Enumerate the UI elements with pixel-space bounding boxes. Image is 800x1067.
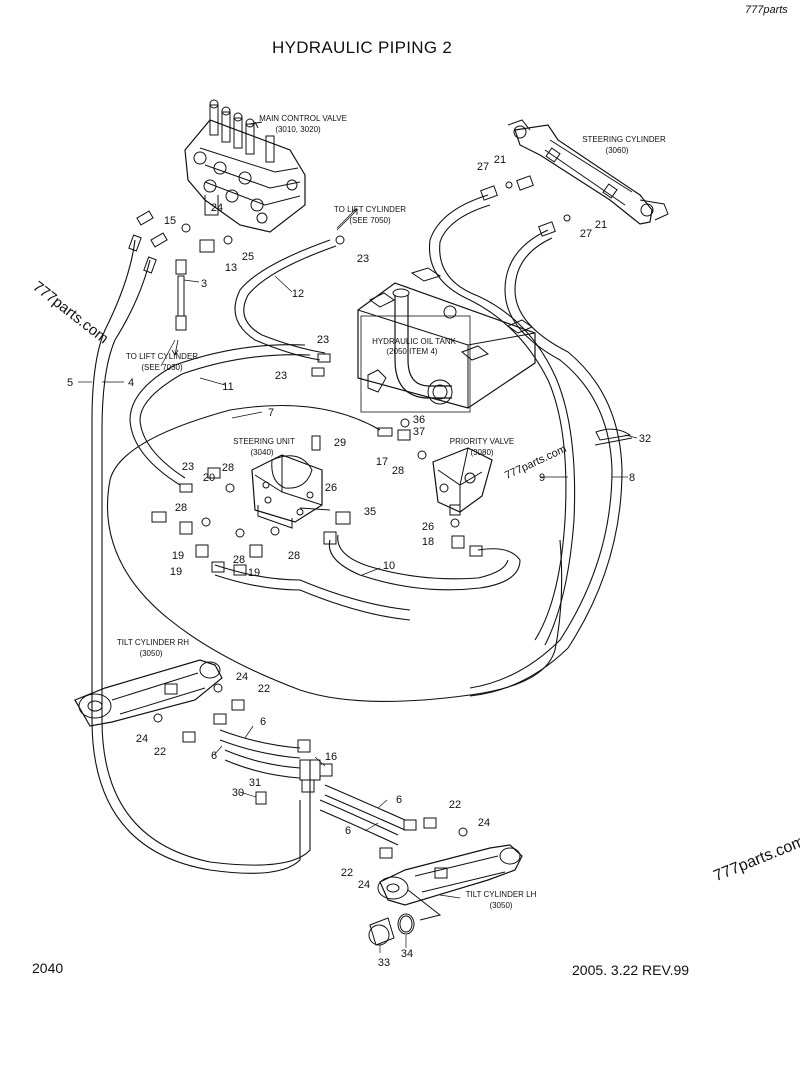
- callout-31: 31: [249, 777, 261, 789]
- callout-37: 37: [413, 426, 425, 438]
- callout-28: 28: [288, 550, 300, 562]
- callout-19: 19: [172, 550, 184, 562]
- tilt-cylinder-rh-drawing: [74, 659, 223, 727]
- steering-cylinder-drawing: [507, 119, 669, 225]
- label-steering-unit: STEERING UNIT: [233, 437, 295, 446]
- callout-25: 25: [242, 251, 254, 263]
- callout-5: 5: [67, 377, 73, 389]
- callout-26: 26: [422, 521, 434, 533]
- label-steering-cylinder: STEERING CYLINDER: [582, 135, 666, 144]
- ref-main-control-valve: (3010, 3020): [275, 125, 321, 134]
- callout-6: 6: [345, 825, 351, 837]
- label-to-lift-cylinder-upper: TO LIFT CYLINDER: [334, 205, 406, 214]
- label-to-lift-cylinder-lower: TO LIFT CYLINDER: [126, 352, 198, 361]
- callout-19: 19: [170, 566, 182, 578]
- callout-23: 23: [357, 253, 369, 265]
- callout-24: 24: [236, 671, 248, 683]
- callout-18: 18: [422, 536, 434, 548]
- callout-23: 23: [275, 370, 287, 382]
- callout-15: 15: [164, 215, 176, 227]
- callout-29: 29: [334, 437, 346, 449]
- revision-date: 2005. 3.22 REV.99: [572, 962, 690, 978]
- main-control-valve-drawing: [184, 99, 306, 233]
- callout-19: 19: [248, 567, 260, 579]
- callout-28: 28: [175, 502, 187, 514]
- label-priority-valve: PRIORITY VALVE: [450, 437, 514, 446]
- callout-27: 27: [477, 161, 489, 173]
- callout-22: 22: [154, 746, 166, 758]
- label-hydraulic-oil-tank: HYDRAULIC OIL TANK: [372, 337, 457, 346]
- leader-lines: [78, 207, 638, 953]
- tilt-cylinder-lh-drawing: [377, 844, 523, 921]
- label-main-control-valve: MAIN CONTROL VALVE: [259, 114, 347, 123]
- callout-3: 3: [201, 278, 207, 290]
- callout-23: 23: [317, 334, 329, 346]
- ref-priority-valve: (3080): [470, 448, 493, 457]
- callout-28: 28: [222, 462, 234, 474]
- callout-26: 26: [325, 482, 337, 494]
- fittings: [128, 175, 633, 859]
- callout-34: 34: [401, 948, 413, 960]
- callout-27: 27: [580, 228, 592, 240]
- callout-36: 36: [413, 414, 425, 426]
- callout-11: 11: [222, 381, 233, 393]
- callout-33: 33: [378, 957, 390, 969]
- callout-24: 24: [478, 817, 490, 829]
- callout-22: 22: [449, 799, 461, 811]
- label-tilt-cylinder-lh: TILT CYLINDER LH: [466, 890, 537, 899]
- hose-lines: [91, 194, 623, 874]
- watermark-top: 777parts: [745, 4, 788, 16]
- callout-8: 8: [629, 472, 635, 484]
- callout-4: 4: [128, 377, 134, 389]
- callout-22: 22: [341, 867, 353, 879]
- label-tilt-cylinder-rh: TILT CYLINDER RH: [117, 638, 189, 647]
- hydraulic-oil-tank-drawing: [357, 267, 536, 413]
- callout-23: 23: [182, 461, 194, 473]
- callout-22: 22: [258, 683, 270, 695]
- callout-6: 6: [211, 750, 217, 762]
- bushing-and-oring-drawing: [368, 913, 415, 946]
- callout-35: 35: [364, 506, 376, 518]
- callout-6: 6: [396, 794, 402, 806]
- callout-24: 24: [358, 879, 370, 891]
- callout-24: 24: [211, 202, 223, 214]
- ref-steering-cylinder: (3060): [605, 146, 628, 155]
- ref-to-lift-cylinder-upper: (SEE 7050): [349, 216, 391, 225]
- page-number: 2040: [32, 960, 64, 976]
- ref-tilt-cylinder-lh: (3050): [489, 901, 512, 910]
- callout-20: 20: [203, 472, 215, 484]
- page-title: HYDRAULIC PIPING 2: [272, 38, 453, 57]
- callout-9: 9: [539, 472, 545, 484]
- priority-valve-drawing: [432, 447, 493, 516]
- callout-12: 12: [292, 288, 304, 300]
- ref-to-lift-cylinder-lower: (SEE 7030): [141, 363, 183, 372]
- callout-10: 10: [383, 560, 395, 572]
- ref-hydraulic-oil-tank: (2050 ITEM 4): [386, 347, 437, 356]
- ref-steering-unit: (3040): [250, 448, 273, 457]
- callout-32: 32: [639, 433, 651, 445]
- callout-7: 7: [268, 407, 274, 419]
- callout-21: 21: [595, 219, 607, 231]
- callout-28: 28: [233, 554, 245, 566]
- callout-6: 6: [260, 716, 266, 728]
- steering-unit-drawing: [251, 454, 323, 529]
- callout-28: 28: [392, 465, 404, 477]
- callout-17: 17: [376, 456, 388, 468]
- callout-13: 13: [225, 262, 237, 274]
- callout-30: 30: [232, 787, 244, 799]
- callout-16: 16: [325, 751, 337, 763]
- callout-24: 24: [136, 733, 148, 745]
- callout-21: 21: [494, 154, 506, 166]
- ref-tilt-cylinder-rh: (3050): [139, 649, 162, 658]
